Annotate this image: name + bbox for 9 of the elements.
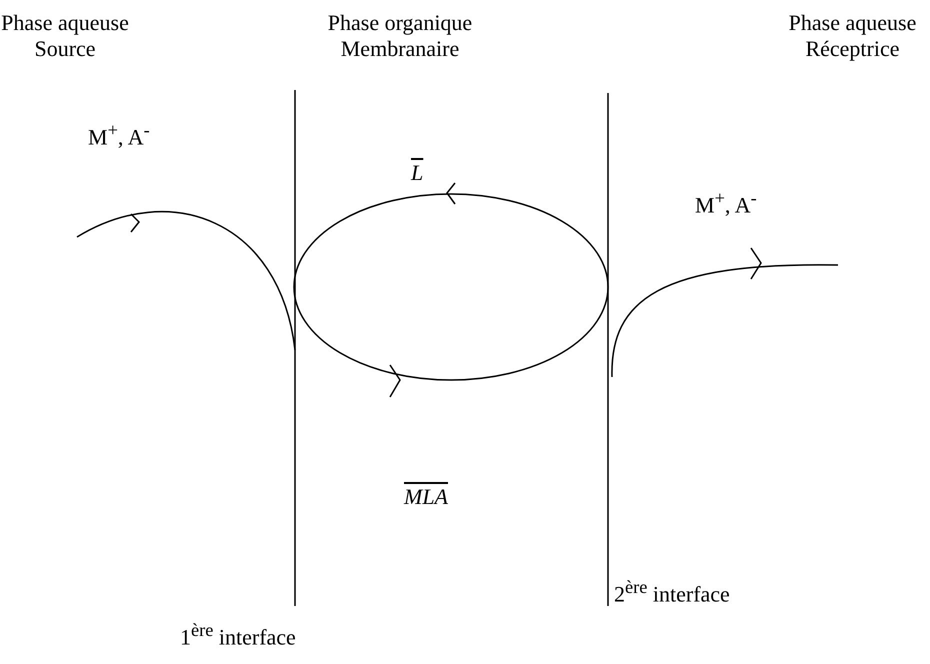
- phase-heading: Phase aqueuse Source: [0, 10, 130, 63]
- species-label: M$^{+}$, A$^{-}$: [88, 120, 150, 151]
- interface-label: 2$^{ère}$ interface: [614, 577, 730, 608]
- interface-label: 1$^{ère}$ interface: [180, 620, 296, 651]
- phase-heading: Phase aqueuse Réceptrice: [788, 10, 918, 63]
- species-label: L: [411, 160, 424, 186]
- species-label: M$^{+}$, A$^{-}$: [695, 188, 757, 219]
- species-label: MLA: [404, 484, 448, 510]
- phase-heading: Phase organique Membranaire: [326, 10, 474, 63]
